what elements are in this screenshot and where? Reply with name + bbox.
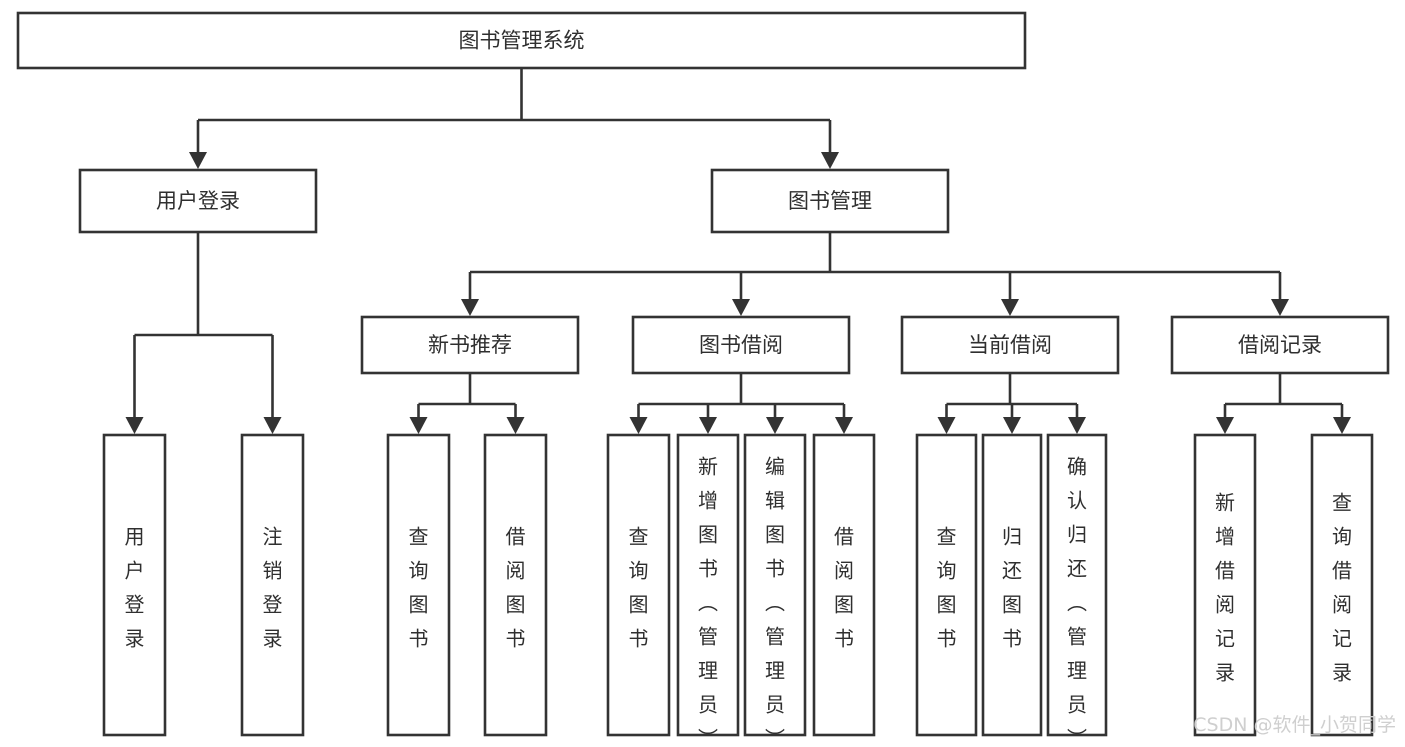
node-book-manage[interactable]: 图书管理 — [710, 168, 950, 234]
arrow-head — [125, 417, 144, 434]
node-current-borrow[interactable]: 当前借阅 — [900, 315, 1120, 375]
node-box — [676, 433, 740, 737]
arrow-head — [409, 417, 428, 434]
arrow-head — [1003, 417, 1021, 434]
node-label: 借阅记录 — [1238, 333, 1322, 357]
arrow-head — [461, 299, 479, 316]
node-book-borrow[interactable]: 图书借阅 — [631, 315, 851, 375]
csdn-watermark: CSDN @软件_小贺同学 — [1193, 714, 1396, 736]
node-box — [743, 433, 807, 737]
connector-layer — [125, 68, 1351, 434]
node-label: 查询图书 — [937, 525, 957, 651]
node-leaf-query-book-3[interactable]: 查询图书 — [915, 433, 978, 737]
node-leaf-add-record[interactable]: 新增借阅记录 — [1193, 433, 1257, 737]
node-leaf-logout[interactable]: 注销登录 — [240, 433, 305, 737]
node-box — [812, 433, 876, 737]
node-label: 归还图书 — [1002, 525, 1022, 651]
node-layer: 图书管理系统用户登录图书管理新书推荐图书借阅当前借阅借阅记录用户登录注销登录查询… — [16, 11, 1390, 747]
arrow-head — [629, 417, 648, 434]
node-label: 借阅图书 — [834, 525, 854, 651]
arrow-head — [766, 417, 784, 434]
node-box — [915, 433, 978, 737]
node-root[interactable]: 图书管理系统 — [16, 11, 1027, 70]
node-box — [900, 315, 1120, 375]
arrow-head — [263, 417, 282, 434]
node-leaf-add-book[interactable]: 新增图书︵管理员︶ — [676, 433, 740, 747]
node-label: 用户登录 — [125, 525, 145, 651]
node-leaf-query-record[interactable]: 查询借阅记录 — [1310, 433, 1374, 737]
arrow-head — [937, 417, 956, 434]
arrow-head — [732, 299, 750, 316]
node-label: 借阅图书 — [506, 525, 526, 651]
node-box — [360, 315, 580, 375]
node-new-book-rec[interactable]: 新书推荐 — [360, 315, 580, 375]
node-label: 查询借阅记录 — [1332, 491, 1352, 685]
node-leaf-query-book-1[interactable]: 查询图书 — [386, 433, 451, 737]
node-label: 新增借阅记录 — [1215, 491, 1235, 685]
node-label: 编辑图书︵管理员︶ — [765, 455, 785, 747]
node-label: 新增图书︵管理员︶ — [698, 455, 718, 747]
arrow-head — [1271, 299, 1289, 316]
node-box — [1193, 433, 1257, 737]
node-box — [631, 315, 851, 375]
node-box — [78, 168, 318, 234]
node-label: 新书推荐 — [428, 333, 512, 357]
node-box — [981, 433, 1043, 737]
node-box — [102, 433, 167, 737]
node-label: 当前借阅 — [968, 333, 1052, 357]
node-label: 用户登录 — [156, 189, 240, 213]
node-box — [1046, 433, 1108, 737]
arrow-head — [835, 417, 853, 434]
arrow-head — [506, 417, 525, 434]
node-label: 查询图书 — [409, 525, 429, 651]
arrow-head — [699, 417, 717, 434]
arrow-head — [1333, 417, 1351, 434]
arrow-head — [1001, 299, 1019, 316]
node-label: 注销登录 — [263, 525, 283, 651]
node-box — [240, 433, 305, 737]
node-leaf-user-login[interactable]: 用户登录 — [102, 433, 167, 737]
node-leaf-return-book[interactable]: 归还图书 — [981, 433, 1043, 737]
node-box — [606, 433, 671, 737]
node-box — [386, 433, 451, 737]
arrow-head — [1068, 417, 1086, 434]
node-label: 确认归还︵管理员︶ — [1067, 455, 1087, 747]
node-label: 图书管理系统 — [459, 29, 585, 53]
node-leaf-borrow-book-1[interactable]: 借阅图书 — [483, 433, 548, 737]
node-box — [1310, 433, 1374, 737]
node-label: 图书管理 — [788, 189, 872, 213]
arrow-head — [189, 152, 207, 169]
node-leaf-edit-book[interactable]: 编辑图书︵管理员︶ — [743, 433, 807, 747]
node-box — [16, 11, 1027, 70]
node-label: 查询图书 — [629, 525, 649, 651]
node-box — [1170, 315, 1390, 375]
node-leaf-borrow-book-2[interactable]: 借阅图书 — [812, 433, 876, 737]
arrow-head — [1216, 417, 1234, 434]
arrow-head — [821, 152, 839, 169]
node-leaf-query-book-2[interactable]: 查询图书 — [606, 433, 671, 737]
node-box — [710, 168, 950, 234]
node-label: 图书借阅 — [699, 333, 783, 357]
node-user-login[interactable]: 用户登录 — [78, 168, 318, 234]
node-borrow-record[interactable]: 借阅记录 — [1170, 315, 1390, 375]
node-leaf-confirm-return[interactable]: 确认归还︵管理员︶ — [1046, 433, 1108, 747]
node-box — [483, 433, 548, 737]
